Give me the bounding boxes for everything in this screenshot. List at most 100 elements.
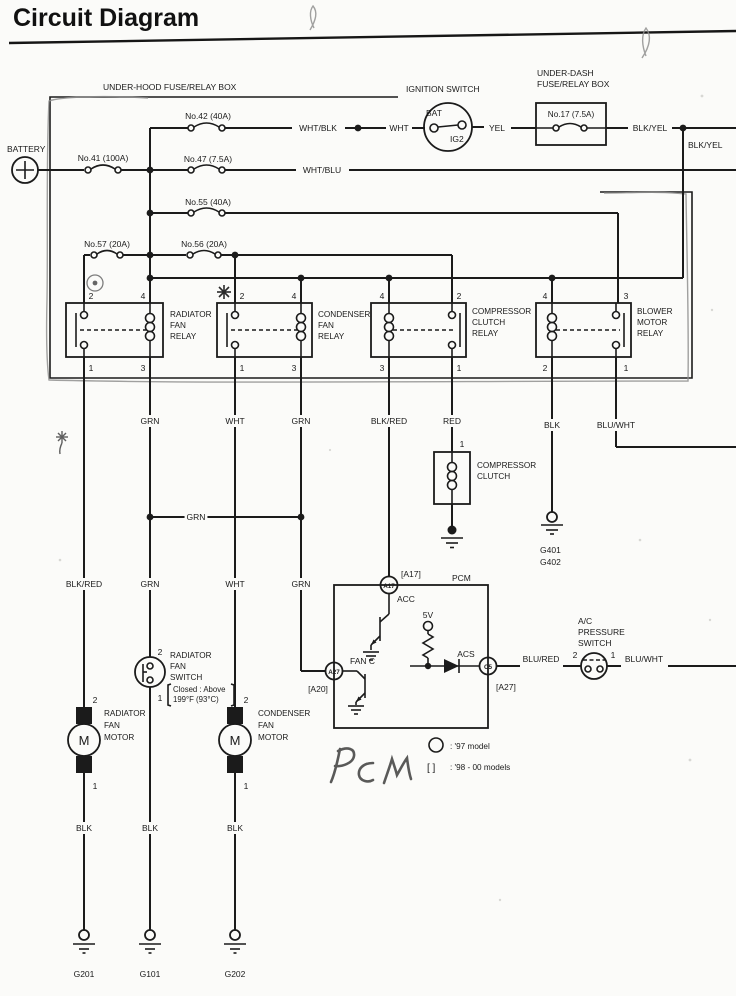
fuse-17-label: No.17 (7.5A): [548, 110, 595, 119]
wire-label-blk: BLK: [142, 823, 158, 833]
label-backing: [223, 415, 247, 427]
resistor-symbol: [421, 633, 435, 659]
motor-m: M: [230, 733, 241, 748]
ground-g401-label: G401: [540, 545, 561, 555]
motor-label: FAN: [104, 721, 120, 730]
relay-pin-label: 2: [240, 291, 245, 301]
relay-pin-label: 1: [240, 363, 245, 373]
wire-label-grn: GRN: [141, 579, 160, 589]
wire-label-blu-wht: BLU/WHT: [625, 654, 663, 664]
ground-symbol-compressor: [441, 525, 463, 549]
relay-condenser-fan-body: [216, 302, 313, 358]
wire-label-blk-red: BLK/RED: [371, 416, 407, 426]
pencil-box-retrace: [45, 95, 689, 383]
wire-label-grn-link: GRN: [187, 512, 206, 522]
fuse-55-label: No.55 (40A): [185, 197, 231, 207]
ac-pressure-switch-label: SWITCH: [578, 638, 612, 648]
relay-name: RADIATOR: [170, 310, 212, 319]
pencil-squiggle-2: [641, 26, 651, 59]
motor-m: M: [79, 733, 90, 748]
ground-g201-label: G201: [74, 969, 95, 979]
wire-label-wht: WHT: [225, 579, 244, 589]
relay-name: RELAY: [170, 332, 197, 341]
pcm-5v-label: 5V: [423, 610, 434, 620]
wire-label-wht: WHT: [389, 123, 408, 133]
pcm-a27-bracket-label: [A27]: [496, 682, 516, 692]
compressor-clutch-label: CLUTCH: [477, 472, 510, 481]
wire-label-wht: WHT: [225, 416, 244, 426]
model-legend: : '97 model [ ] : '98 - 00 models: [427, 737, 510, 774]
condition-bracket-left: [167, 683, 172, 707]
ground-g201: G201: [73, 929, 95, 979]
motor-pin: 1: [93, 781, 98, 791]
relay-condenser-fan: 2 4 1 3 CONDENSER FAN RELAY: [216, 291, 370, 373]
motor-pin: 2: [244, 695, 249, 705]
label-backing: [184, 511, 208, 523]
underdash-label-line2: FUSE/RELAY BOX: [537, 79, 610, 89]
pcm-label: PCM: [452, 573, 471, 583]
pencil-asterisk-2: [56, 431, 68, 455]
relay-name: RELAY: [472, 329, 499, 338]
relay-pin-label: 1: [457, 363, 462, 373]
fuse-47: No.47 (7.5A): [184, 154, 232, 174]
wire-label-blk: BLK: [544, 420, 560, 430]
relay-blower-motor: 4 3 2 1 BLOWER MOTOR RELAY: [535, 291, 673, 373]
legend-circle-text: : '97 model: [450, 742, 490, 751]
underhood-box-label: UNDER-HOOD FUSE/RELAY BOX: [103, 82, 237, 92]
wire-label-wht-blk: WHT/BLK: [299, 123, 337, 133]
condenser-fan-motor: 2 M 1 CONDENSER FAN MOTOR: [218, 695, 310, 791]
label-backing: [223, 578, 247, 590]
relay-pin-label: 2: [89, 291, 94, 301]
fuse-55: No.55 (40A): [185, 197, 231, 217]
ac-switch-pin: 1: [611, 650, 616, 660]
fan-switch-pin: 2: [158, 647, 163, 657]
ac-pressure-switch-label: PRESSURE: [578, 627, 625, 637]
pencil-circle-mark: [86, 274, 104, 292]
relay-pin-label: 4: [292, 291, 297, 301]
fan-switch-label: RADIATOR: [170, 651, 212, 660]
wire-label-yel: YEL: [489, 123, 505, 133]
underdash-box-outline: [535, 102, 607, 146]
label-backing: [289, 415, 313, 427]
condition-bracket-right: [230, 683, 235, 707]
fan-switch-condition: Closed : Above: [173, 685, 225, 694]
relay-pin-label: 3: [292, 363, 297, 373]
wire-label-blu-wht: BLU/WHT: [597, 420, 635, 430]
relay-radiator-fan: 2 4 1 3 RADIATOR FAN RELAY: [65, 291, 212, 373]
ac-switch-pin: 2: [573, 650, 578, 660]
label-backing: [594, 419, 638, 431]
pcm-acc-label: ACC: [397, 594, 415, 604]
pcm-acs-label: ACS: [457, 649, 475, 659]
relay-pin-label: 4: [543, 291, 548, 301]
fuse-42-label: No.42 (40A): [185, 111, 231, 121]
pcm-5v-reference: 5V: [410, 610, 479, 673]
wire-label-blk: BLK: [76, 823, 92, 833]
relay-radiator-fan-body: [65, 302, 164, 358]
ground-g101-label: G101: [140, 969, 161, 979]
pcm-connector-a27-text: A27: [328, 669, 340, 676]
fan-switch-label: FAN: [170, 662, 186, 671]
pencil-squiggle-1: [309, 4, 317, 31]
label-backing: [138, 578, 162, 590]
title-rule: [8, 29, 736, 45]
legend-bracket-symbol: [ ]: [427, 763, 436, 774]
relay-pin-label: 2: [543, 363, 548, 373]
motor-brush-top: [76, 707, 92, 724]
compressor-clutch: 1 COMPRESSOR CLUTCH: [433, 439, 536, 549]
radiator-fan-motor: 2 M 1 RADIATOR FAN MOTOR: [67, 695, 146, 791]
fan-switch-label: SWITCH: [170, 673, 202, 682]
motor-label: FAN: [258, 721, 274, 730]
ignition-switch: IGNITION SWITCH BAT IG2 YEL: [406, 84, 536, 152]
wire-label-blk: BLK: [227, 823, 243, 833]
label-backing: [289, 578, 313, 590]
relay-name: COMPRESSOR: [472, 307, 531, 316]
fuse-47-label: No.47 (7.5A): [184, 154, 232, 164]
relay-pin-label: 3: [624, 291, 629, 301]
relay-pin-label: 4: [380, 291, 385, 301]
fuse-41: No.41 (100A): [78, 153, 129, 174]
fuse-41-label: No.41 (100A): [78, 153, 129, 163]
relay-name: CONDENSER: [318, 310, 370, 319]
wire-label-grn: GRN: [292, 416, 311, 426]
fan-switch-pin: 1: [158, 693, 163, 703]
